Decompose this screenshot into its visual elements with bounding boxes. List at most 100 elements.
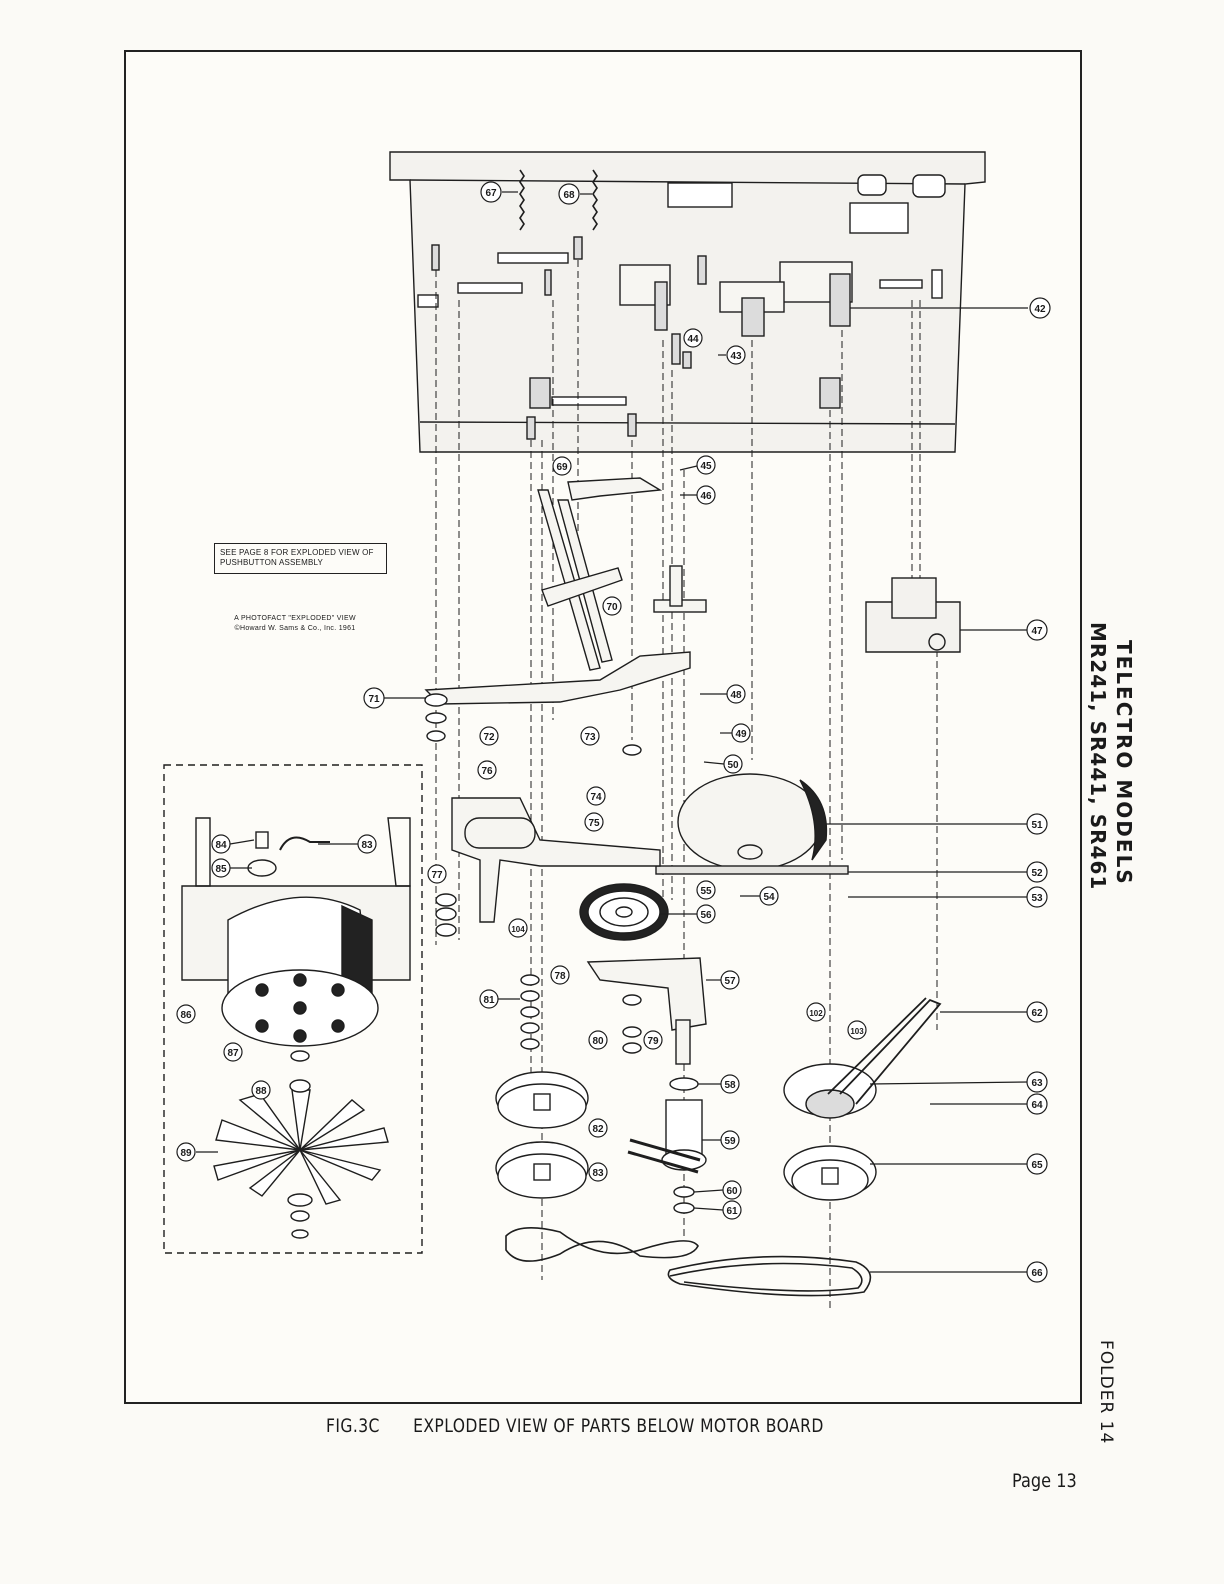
svg-text:52: 52 xyxy=(1031,868,1043,879)
brand-title: TELECTRO MODELS xyxy=(1112,640,1136,886)
idler-arm-76 xyxy=(451,797,661,923)
svg-text:60: 60 xyxy=(726,1186,738,1197)
svg-text:50: 50 xyxy=(727,760,739,771)
svg-text:55: 55 xyxy=(700,886,712,897)
callout-85 xyxy=(211,858,231,878)
callout-76 xyxy=(477,760,497,780)
model-list: MR241, SR441, SR461 xyxy=(1086,622,1110,891)
svg-text:68: 68 xyxy=(563,190,575,201)
svg-text:78: 78 xyxy=(554,971,566,982)
svg-text:45: 45 xyxy=(700,461,712,472)
figure-caption: FIG.3C EXPLODED VIEW OF PARTS BELOW MOTO… xyxy=(326,1415,824,1437)
svg-text:75: 75 xyxy=(588,818,600,829)
see-page-note: SEE PAGE 8 FOR EXPLODED VIEW OF PUSHBUTT… xyxy=(214,543,387,574)
svg-text:43: 43 xyxy=(730,351,742,362)
svg-text:83: 83 xyxy=(592,1168,604,1179)
svg-text:67: 67 xyxy=(485,188,497,199)
callout-79 xyxy=(643,1030,663,1050)
pulleys-63-65 xyxy=(783,997,942,1201)
svg-text:56: 56 xyxy=(700,910,712,921)
pulley-56 xyxy=(579,883,669,941)
callout-80 xyxy=(588,1030,608,1050)
callout-72 xyxy=(479,726,499,746)
svg-text:66: 66 xyxy=(1031,1268,1043,1279)
svg-text:49: 49 xyxy=(735,729,747,740)
svg-text:57: 57 xyxy=(724,976,736,987)
callout-83b xyxy=(588,1162,608,1182)
callout-55 xyxy=(696,880,716,900)
board-posts xyxy=(431,236,851,440)
page-number: Page 13 xyxy=(1012,1470,1077,1492)
folder-label: FOLDER 14 xyxy=(1096,1340,1116,1445)
flywheel-51 xyxy=(655,773,849,875)
svg-text:47: 47 xyxy=(1031,626,1043,637)
callout-86 xyxy=(176,1004,196,1024)
callout-102 xyxy=(806,1002,826,1022)
callout-60 xyxy=(722,1180,742,1200)
callout-46 xyxy=(696,485,716,505)
callout-59 xyxy=(720,1130,740,1150)
fan-89 xyxy=(213,1089,389,1205)
svg-text:42: 42 xyxy=(1034,304,1046,315)
svg-text:44: 44 xyxy=(687,334,699,345)
motor-assembly-inset xyxy=(163,764,423,1254)
callout-44 xyxy=(683,328,703,348)
callout-45 xyxy=(696,455,716,475)
figure-title: EXPLODED VIEW OF PARTS BELOW MOTOR BOARD xyxy=(413,1415,824,1437)
bracket-57 xyxy=(586,957,707,1065)
callout-84 xyxy=(211,834,231,854)
svg-text:76: 76 xyxy=(481,766,493,777)
svg-text:82: 82 xyxy=(592,1124,604,1135)
svg-text:64: 64 xyxy=(1031,1100,1043,1111)
svg-text:89: 89 xyxy=(180,1148,192,1159)
callout-69 xyxy=(552,456,572,476)
svg-text:70: 70 xyxy=(606,602,618,613)
callout-47 xyxy=(1026,619,1048,641)
svg-text:84: 84 xyxy=(215,840,227,851)
svg-text:74: 74 xyxy=(590,792,602,803)
callout-54 xyxy=(759,886,779,906)
pulleys-82-83 xyxy=(495,1071,589,1199)
callout-62 xyxy=(1026,1001,1048,1023)
motor-board xyxy=(389,151,986,453)
callout-65 xyxy=(1026,1153,1048,1175)
svg-text:87: 87 xyxy=(227,1048,239,1059)
callout-104 xyxy=(508,918,528,938)
callout-64 xyxy=(1026,1093,1048,1115)
callout-50 xyxy=(723,754,743,774)
svg-text:103: 103 xyxy=(850,1027,864,1036)
callout-87 xyxy=(223,1042,243,1062)
callout-52 xyxy=(1026,861,1048,883)
callout-66 xyxy=(1026,1261,1048,1283)
callout-89 xyxy=(176,1142,196,1162)
photofact-line2: ©Howard W. Sams & Co., Inc. 1961 xyxy=(234,625,356,632)
callout-81 xyxy=(479,989,499,1009)
svg-text:69: 69 xyxy=(556,462,568,473)
callout-61 xyxy=(722,1200,742,1220)
callout-43 xyxy=(726,345,746,365)
figure-number: FIG.3C xyxy=(326,1415,380,1437)
callout-58 xyxy=(720,1074,740,1094)
callout-56 xyxy=(696,904,716,924)
callout-42 xyxy=(1029,297,1051,319)
svg-text:72: 72 xyxy=(483,732,495,743)
callout-88 xyxy=(251,1080,271,1100)
svg-text:62: 62 xyxy=(1031,1008,1043,1019)
svg-text:61: 61 xyxy=(726,1206,738,1217)
callout-78 xyxy=(550,965,570,985)
callout-82 xyxy=(588,1118,608,1138)
svg-text:104: 104 xyxy=(511,925,525,934)
callout-73 xyxy=(580,726,600,746)
svg-text:77: 77 xyxy=(431,870,443,881)
svg-text:59: 59 xyxy=(724,1136,736,1147)
callout-75 xyxy=(584,812,604,832)
svg-text:83: 83 xyxy=(361,840,373,851)
callout-68 xyxy=(558,183,580,205)
springs-67-68 xyxy=(519,169,598,231)
callout-51 xyxy=(1026,813,1048,835)
center-stack xyxy=(627,1077,707,1214)
svg-text:88: 88 xyxy=(255,1086,267,1097)
svg-text:86: 86 xyxy=(180,1010,192,1021)
callout-77 xyxy=(427,864,447,884)
